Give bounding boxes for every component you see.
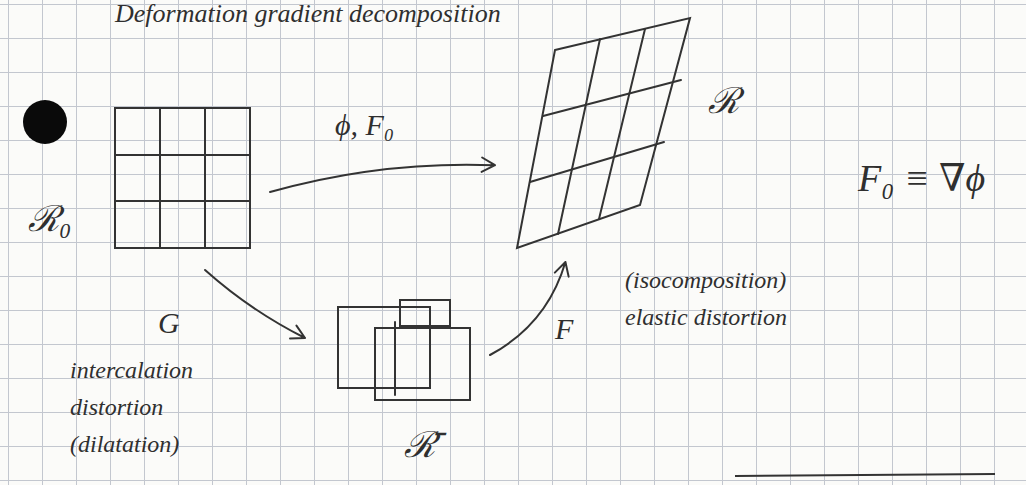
configuration-label: ℛ̄	[404, 426, 435, 466]
configuration-label: ℛ₀	[28, 200, 72, 240]
arrow-path	[205, 270, 305, 339]
configuration: ℛ₀	[115, 108, 250, 248]
pencil-line	[735, 474, 995, 476]
arrow-connector	[205, 270, 305, 339]
configuration: ℛ	[517, 18, 690, 248]
note: F₀ ≡ ∇ϕ	[858, 158, 985, 200]
note: intercalation distortion (dilatation)	[70, 352, 245, 464]
map-label: F	[555, 312, 573, 345]
note: (isocomposition) elastic distortion	[625, 262, 805, 336]
arrow-path	[270, 158, 495, 192]
reference-grid	[115, 108, 250, 248]
diagram-title: Deformation gradient decomposition	[115, 0, 501, 29]
configuration-label: ℛ	[708, 82, 739, 122]
map-label: G	[158, 306, 180, 339]
map-label: ϕ, F₀	[335, 108, 394, 141]
punch-hole	[23, 100, 67, 144]
deformed-grid	[517, 18, 690, 248]
arrow-connector	[270, 158, 495, 192]
configuration: ℛ̄	[338, 300, 470, 400]
intermediate-squares	[338, 300, 470, 400]
